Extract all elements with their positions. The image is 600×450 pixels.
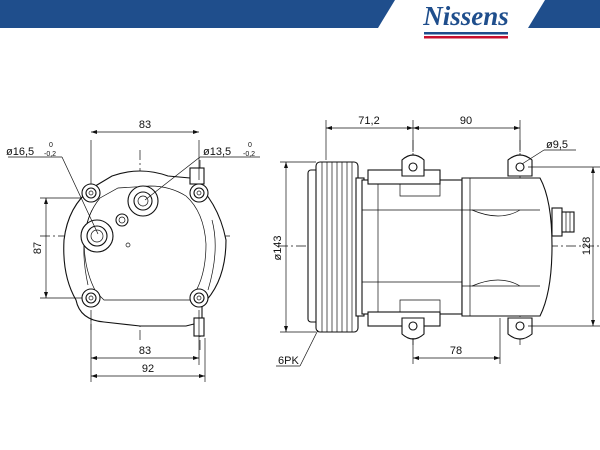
front-dim-top-width: 83 (139, 119, 151, 131)
front-label-left-bore: ø16,5 (6, 146, 34, 158)
front-label-right-bore-tol-bottom: -0,2 (243, 151, 255, 158)
front-view: 83 83 92 87 ø16,5 0 -0,2 ø13,5 0 -0,2 (6, 119, 260, 382)
side-view: 71,2 90 ø9,5 ø143 128 78 (272, 115, 600, 367)
side-dim-mount-hole: ø9,5 (546, 139, 568, 151)
front-label-right-bore: ø13,5 (203, 146, 231, 158)
front-dim-height: 87 (32, 242, 44, 254)
logo-text: Nissens (422, 1, 509, 31)
side-dim-pulley-to-mount: 71,2 (358, 115, 379, 127)
logo-stripe-red (424, 36, 508, 39)
nissens-logo: Nissens (422, 1, 509, 39)
side-dim-pulley-diameter: ø143 (272, 235, 284, 260)
front-label-left-bore-tol-top: 0 (49, 142, 53, 149)
front-dim-bottom-width: 83 (139, 345, 151, 357)
side-dim-mount-spacing: 90 (460, 115, 472, 127)
header-bar-right (528, 0, 600, 28)
front-label-right-bore-tol-top: 0 (248, 142, 252, 149)
side-label-belt: 6PK (278, 355, 299, 367)
front-label-left-bore-tol-bottom: -0,2 (44, 151, 56, 158)
logo-stripe-blue (424, 32, 508, 35)
side-dim-height: 128 (581, 237, 593, 255)
header-bar-left (0, 0, 395, 28)
side-dim-bottom-mount: 78 (450, 345, 462, 357)
front-dim-overall-width: 92 (142, 363, 154, 375)
